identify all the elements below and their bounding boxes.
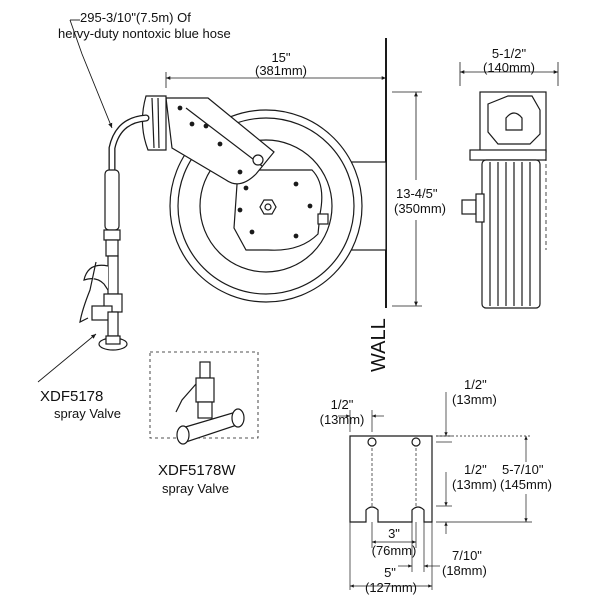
bracket-detail (338, 392, 532, 590)
valve-callout-leader (37, 333, 97, 383)
bracket-hole-right (411, 437, 421, 447)
bracket-height-in: 5-7/10" (502, 462, 544, 477)
hole-inset-top-in: 1/2" (464, 377, 487, 392)
reel-front-view (37, 19, 422, 383)
reel-width-mm: (381mm) (254, 63, 307, 78)
reel-width-in: 15" (271, 50, 291, 65)
reel-side-view (459, 62, 559, 309)
spray-valve-xdf5178 (79, 255, 128, 351)
hole-inset-top-mm: (13mm) (452, 392, 497, 407)
bracket-width-mm: (127mm) (364, 580, 417, 595)
hose (108, 114, 150, 176)
slot-gap-in: 7/10" (452, 548, 482, 563)
swing-arm (165, 97, 275, 185)
valve-w-model: XDF5178W (158, 462, 236, 479)
reel-hub-ring (199, 139, 333, 273)
hole-inset-left-in: 1/2" (330, 397, 354, 412)
hose-callout-line2: hervy-duty nontoxic blue hose (58, 26, 231, 41)
reel-height-in: 13-4/5" (396, 186, 438, 201)
wall-label: WALL (368, 318, 390, 372)
valve-model: XDF5178 (40, 388, 104, 405)
hub-tab (317, 213, 329, 225)
side-width-mm: (140mm) (482, 60, 535, 75)
hose-callout-leader (69, 19, 113, 129)
bracket-height-mm: (145mm) (500, 477, 553, 492)
bracket-hole-left (367, 437, 377, 447)
hub-nut (259, 199, 277, 215)
hole-inset-bottom-mm: (13mm) (452, 477, 497, 492)
hole-inset-left-mm: (13mm) (319, 412, 365, 427)
hub-plate (233, 169, 323, 251)
bracket-width-in: 5" (384, 565, 396, 580)
hole-span-mm: (76mm) (371, 543, 417, 558)
bracket-plate (349, 435, 433, 523)
valve-w-inset-frame (149, 351, 259, 439)
valve-desc: spray Valve (54, 406, 121, 421)
hose-guide (141, 95, 167, 151)
side-reel-body (481, 159, 541, 309)
reel-height-mm: (350mm) (394, 201, 447, 216)
hose-sleeve (104, 169, 120, 231)
hose-callout-line1: 295-3/10"(7.5m) Of (80, 10, 191, 25)
valve-w-desc: spray Valve (162, 481, 229, 496)
spray-valve-xdf5178w (175, 361, 245, 445)
side-width-in: 5-1/2" (491, 46, 527, 61)
reel-inner-ring (177, 117, 355, 295)
slot-gap-mm: (18mm) (442, 563, 487, 578)
hole-span-in: 3" (388, 526, 400, 541)
hole-inset-bottom-in: 1/2" (464, 462, 487, 477)
